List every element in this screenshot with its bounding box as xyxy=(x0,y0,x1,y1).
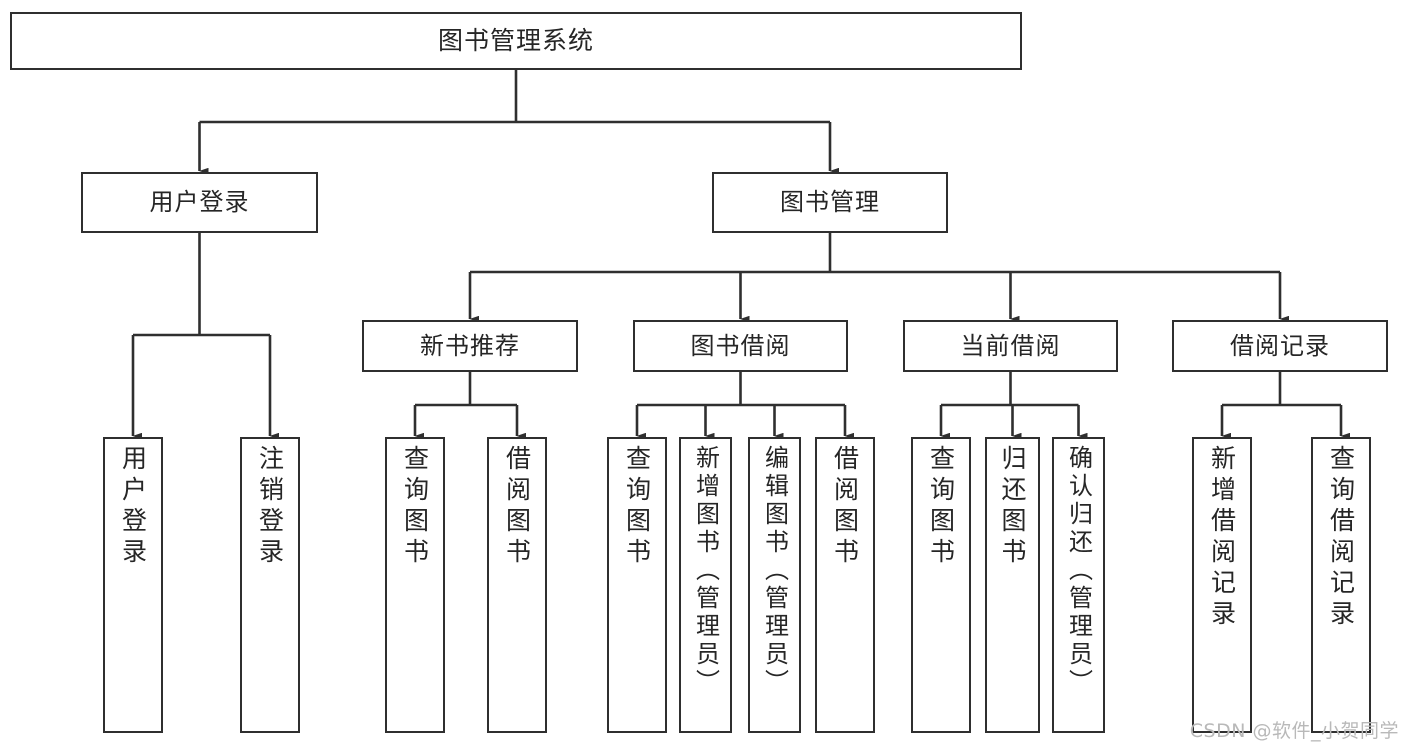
node-login[interactable]: 用户登录 xyxy=(81,172,318,233)
node-borrow[interactable]: 图书借阅 xyxy=(633,320,848,372)
node-newbook[interactable]: 新书推荐 xyxy=(362,320,578,372)
node-label: 查询图书 xyxy=(926,445,956,569)
node-label: 当前借阅 xyxy=(960,331,1061,360)
node-label: 图书借阅 xyxy=(690,331,791,360)
node-label: 新书推荐 xyxy=(420,331,520,360)
node-records[interactable]: 借阅记录 xyxy=(1172,320,1388,372)
node-label: 借阅图书 xyxy=(502,445,532,569)
node-label: 归还图书 xyxy=(998,445,1027,569)
node-label: 用户登录 xyxy=(149,188,250,217)
node-label: 借阅记录 xyxy=(1230,331,1330,360)
node-cu-return[interactable]: 归还图书 xyxy=(985,437,1040,733)
node-cu-confirm[interactable]: 确认归还（管理员） xyxy=(1052,437,1105,733)
node-bookmgmt[interactable]: 图书管理 xyxy=(712,172,948,233)
node-re-add[interactable]: 新增借阅记录 xyxy=(1192,437,1252,733)
node-label: 图书管理系统 xyxy=(437,26,594,56)
node-label: 用户登录 xyxy=(118,445,148,569)
node-bo-query[interactable]: 查询图书 xyxy=(607,437,667,733)
node-label: 借阅图书 xyxy=(830,445,860,569)
watermark-label: CSDN @软件_小贺同学 xyxy=(1189,720,1399,742)
node-current[interactable]: 当前借阅 xyxy=(903,320,1118,372)
node-label: 查询借阅记录 xyxy=(1326,445,1356,631)
node-label: 新增借阅记录 xyxy=(1207,445,1237,631)
node-label: 确认归还（管理员） xyxy=(1064,445,1093,697)
node-label: 查询图书 xyxy=(622,445,652,569)
node-label: 查询图书 xyxy=(400,445,430,569)
node-userlogin[interactable]: 用户登录 xyxy=(103,437,163,733)
node-label: 编辑图书（管理员） xyxy=(760,445,789,697)
node-bo-add[interactable]: 新增图书（管理员） xyxy=(679,437,732,733)
node-logout[interactable]: 注销登录 xyxy=(240,437,300,733)
node-bo-edit[interactable]: 编辑图书（管理员） xyxy=(748,437,801,733)
node-label: 图书管理 xyxy=(780,188,880,217)
node-label: 注销登录 xyxy=(255,445,285,569)
node-nb-borrow[interactable]: 借阅图书 xyxy=(487,437,547,733)
node-re-query[interactable]: 查询借阅记录 xyxy=(1311,437,1371,733)
node-bo-lend[interactable]: 借阅图书 xyxy=(815,437,875,733)
node-label: 新增图书（管理员） xyxy=(691,445,720,697)
node-nb-query[interactable]: 查询图书 xyxy=(385,437,445,733)
node-cu-query[interactable]: 查询图书 xyxy=(911,437,971,733)
node-root[interactable]: 图书管理系统 xyxy=(10,12,1022,70)
